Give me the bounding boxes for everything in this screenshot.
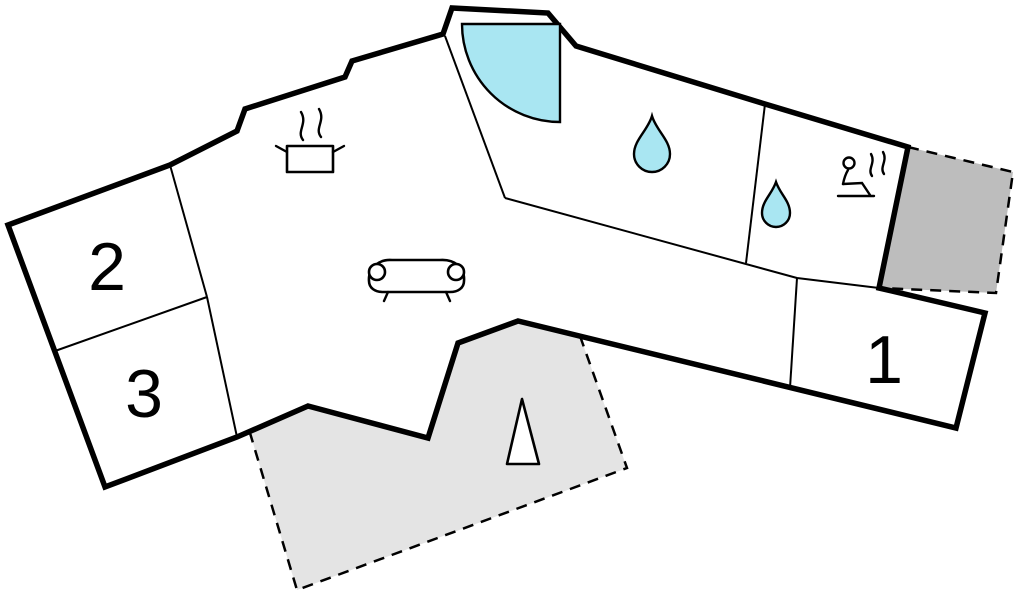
terrace-area [250, 321, 627, 590]
room-3-label: 3 [125, 356, 163, 432]
carport-area [880, 147, 1013, 293]
carport-boundary [879, 145, 1015, 295]
sauna-person-icon [836, 150, 886, 198]
interior-wall [796, 277, 880, 289]
tree-icon [505, 397, 541, 466]
interior-wall [745, 103, 766, 264]
steam-icon [299, 107, 323, 142]
water-drop-large-icon [632, 111, 672, 174]
sofa-icon [367, 258, 466, 303]
interior-wall [504, 197, 798, 279]
room-2-label: 2 [88, 229, 126, 305]
stove-pot-icon [274, 144, 346, 174]
water-drop-small-icon [760, 178, 792, 229]
corner-bath-icon [460, 22, 562, 124]
interior-wall [789, 277, 798, 389]
room-1-label: 1 [865, 322, 903, 398]
interior-wall [206, 296, 238, 438]
terrace-boundary [248, 335, 629, 592]
interior-wall [54, 296, 208, 352]
interior-wall [169, 164, 208, 298]
interior-wall [444, 35, 506, 199]
building-outline [4, 5, 989, 491]
